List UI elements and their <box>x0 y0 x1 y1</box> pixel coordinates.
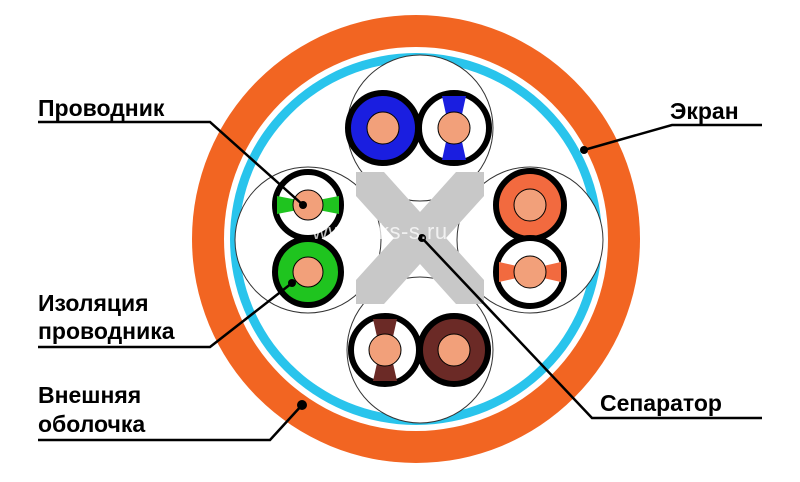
leader-dot-conductor <box>299 201 307 209</box>
pair-orange <box>493 168 567 309</box>
leader-dot-jacket <box>297 400 307 410</box>
label-jacket-line1: Внешняя <box>38 382 142 408</box>
label-insulation-line2: проводника <box>38 318 175 344</box>
leader-insulation <box>38 282 293 349</box>
leader-jacket <box>38 404 303 442</box>
pair-green <box>272 169 344 308</box>
leader-screen <box>583 123 762 152</box>
leader-dot-separator <box>418 234 426 242</box>
leader-dot-screen <box>580 146 588 154</box>
label-separator: Сепаратор <box>600 390 722 416</box>
label-jacket-line2: оболочка <box>38 411 146 437</box>
pair-blue <box>345 90 492 166</box>
leader-separator <box>421 237 762 420</box>
leader-conductor <box>38 120 304 206</box>
label-screen: Экран <box>670 98 739 124</box>
pair-brown <box>348 313 491 387</box>
label-insulation-line1: Изоляция <box>38 290 149 316</box>
label-conductor: Проводник <box>38 95 165 121</box>
watermark-text: www.sks-s.ru <box>312 219 448 244</box>
leader-dot-insulation <box>288 279 296 287</box>
